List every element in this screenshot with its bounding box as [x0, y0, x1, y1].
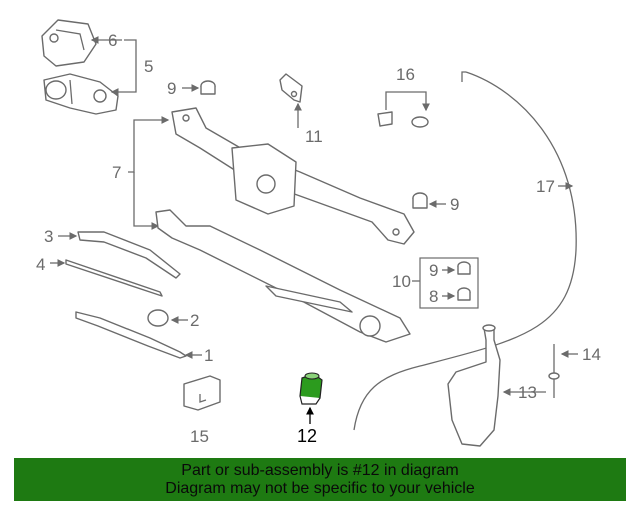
- part-13-washer-reservoir[interactable]: [447, 324, 501, 447]
- part-14-level-sensor[interactable]: [548, 344, 560, 398]
- part-11-clip[interactable]: [279, 73, 303, 103]
- part-5-wiper-motor[interactable]: [43, 73, 119, 115]
- callout-12: 12: [297, 426, 317, 446]
- part-6-motor-cover[interactable]: [41, 19, 97, 67]
- parts-diagram: 6 5 9 11 16 17 7: [36, 19, 601, 447]
- part-17-washer-hose[interactable]: [353, 71, 577, 431]
- callout-9-top: 9: [167, 79, 176, 98]
- callout-2: 2: [190, 311, 199, 330]
- callout-7: 7: [112, 163, 121, 182]
- part-9-grommet-right[interactable]: [412, 192, 428, 209]
- callout-13: 13: [518, 383, 537, 402]
- part-9-grommet-kit[interactable]: [457, 261, 471, 275]
- part-3-wiper-arm[interactable]: [77, 231, 181, 279]
- part-16-nozzles[interactable]: [377, 111, 429, 128]
- part-7-linkage-assembly[interactable]: [155, 107, 415, 343]
- callout-9-kit: 9: [429, 261, 438, 280]
- part-15-bracket[interactable]: [183, 375, 221, 411]
- callout-9-right: 9: [450, 195, 459, 214]
- notice-line-2: Diagram may not be specific to your vehi…: [165, 479, 475, 497]
- callout-1: 1: [204, 346, 213, 365]
- callout-10: 10: [392, 272, 411, 291]
- part-9-grommet-top[interactable]: [200, 80, 216, 95]
- callout-3: 3: [44, 227, 53, 246]
- part-4-wiper-blade[interactable]: [65, 259, 163, 297]
- part-12-washer-pump[interactable]: [299, 372, 323, 405]
- callout-15: 15: [190, 427, 209, 446]
- callout-14: 14: [582, 345, 601, 364]
- notice-line-1: Part or sub-assembly is #12 in diagram: [181, 461, 459, 479]
- callout-5: 5: [144, 57, 153, 76]
- callout-17: 17: [536, 177, 555, 196]
- callout-16: 16: [396, 65, 415, 84]
- callout-6: 6: [108, 31, 117, 50]
- callout-8: 8: [429, 287, 438, 306]
- diagram-notice-banner: Part or sub-assembly is #12 in diagram D…: [14, 458, 626, 501]
- part-8-bushing[interactable]: [457, 287, 471, 301]
- callout-4: 4: [36, 255, 45, 274]
- part-1-wiper-arm[interactable]: [75, 311, 187, 359]
- part-2-cap[interactable]: [147, 309, 169, 327]
- callout-11: 11: [305, 127, 323, 146]
- part-10-kit-box: [419, 257, 479, 309]
